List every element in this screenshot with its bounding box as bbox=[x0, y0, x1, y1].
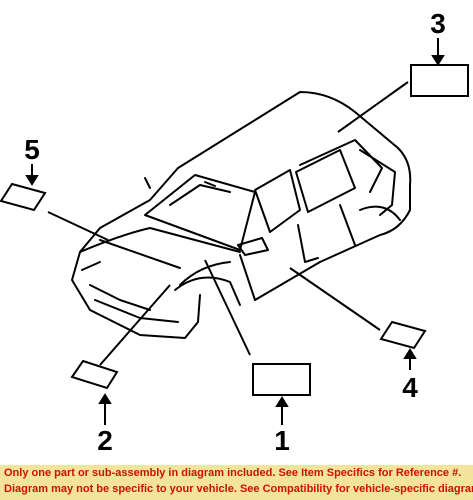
label-5-parallelogram bbox=[0, 182, 47, 212]
leader-3 bbox=[337, 81, 409, 133]
vehicle-line-art bbox=[71, 91, 412, 339]
callout-4: 4 bbox=[402, 372, 418, 403]
label-shapes bbox=[0, 64, 469, 396]
arrow-4-head bbox=[403, 348, 417, 359]
disclaimer-line-1: Only one part or sub-assembly in diagram… bbox=[4, 467, 462, 479]
arrow-3-head bbox=[431, 55, 445, 66]
label-3-rectangle bbox=[410, 64, 469, 97]
leader-1 bbox=[204, 259, 251, 356]
label-1-rectangle bbox=[252, 363, 311, 396]
arrow-2-head bbox=[98, 393, 112, 404]
labels-diagram: 3 5 4 2 1 bbox=[0, 8, 469, 456]
arrow-5-head bbox=[25, 175, 39, 186]
leader-4 bbox=[289, 267, 381, 331]
disclaimer-banner: Only one part or sub-assembly in diagram… bbox=[0, 465, 473, 500]
arrow-1-head bbox=[275, 396, 289, 407]
label-4-parallelogram bbox=[379, 320, 427, 350]
leader-2 bbox=[99, 284, 171, 366]
callout-arrows bbox=[25, 38, 445, 425]
disclaimer-line-2: Diagram may not be specific to your vehi… bbox=[4, 482, 473, 495]
callout-2: 2 bbox=[97, 425, 113, 456]
leader-5 bbox=[47, 211, 109, 241]
label-2-parallelogram bbox=[70, 359, 119, 390]
callout-3: 3 bbox=[430, 8, 446, 39]
callout-1: 1 bbox=[274, 425, 290, 456]
callout-5: 5 bbox=[24, 134, 40, 165]
leader-lines bbox=[47, 81, 409, 366]
